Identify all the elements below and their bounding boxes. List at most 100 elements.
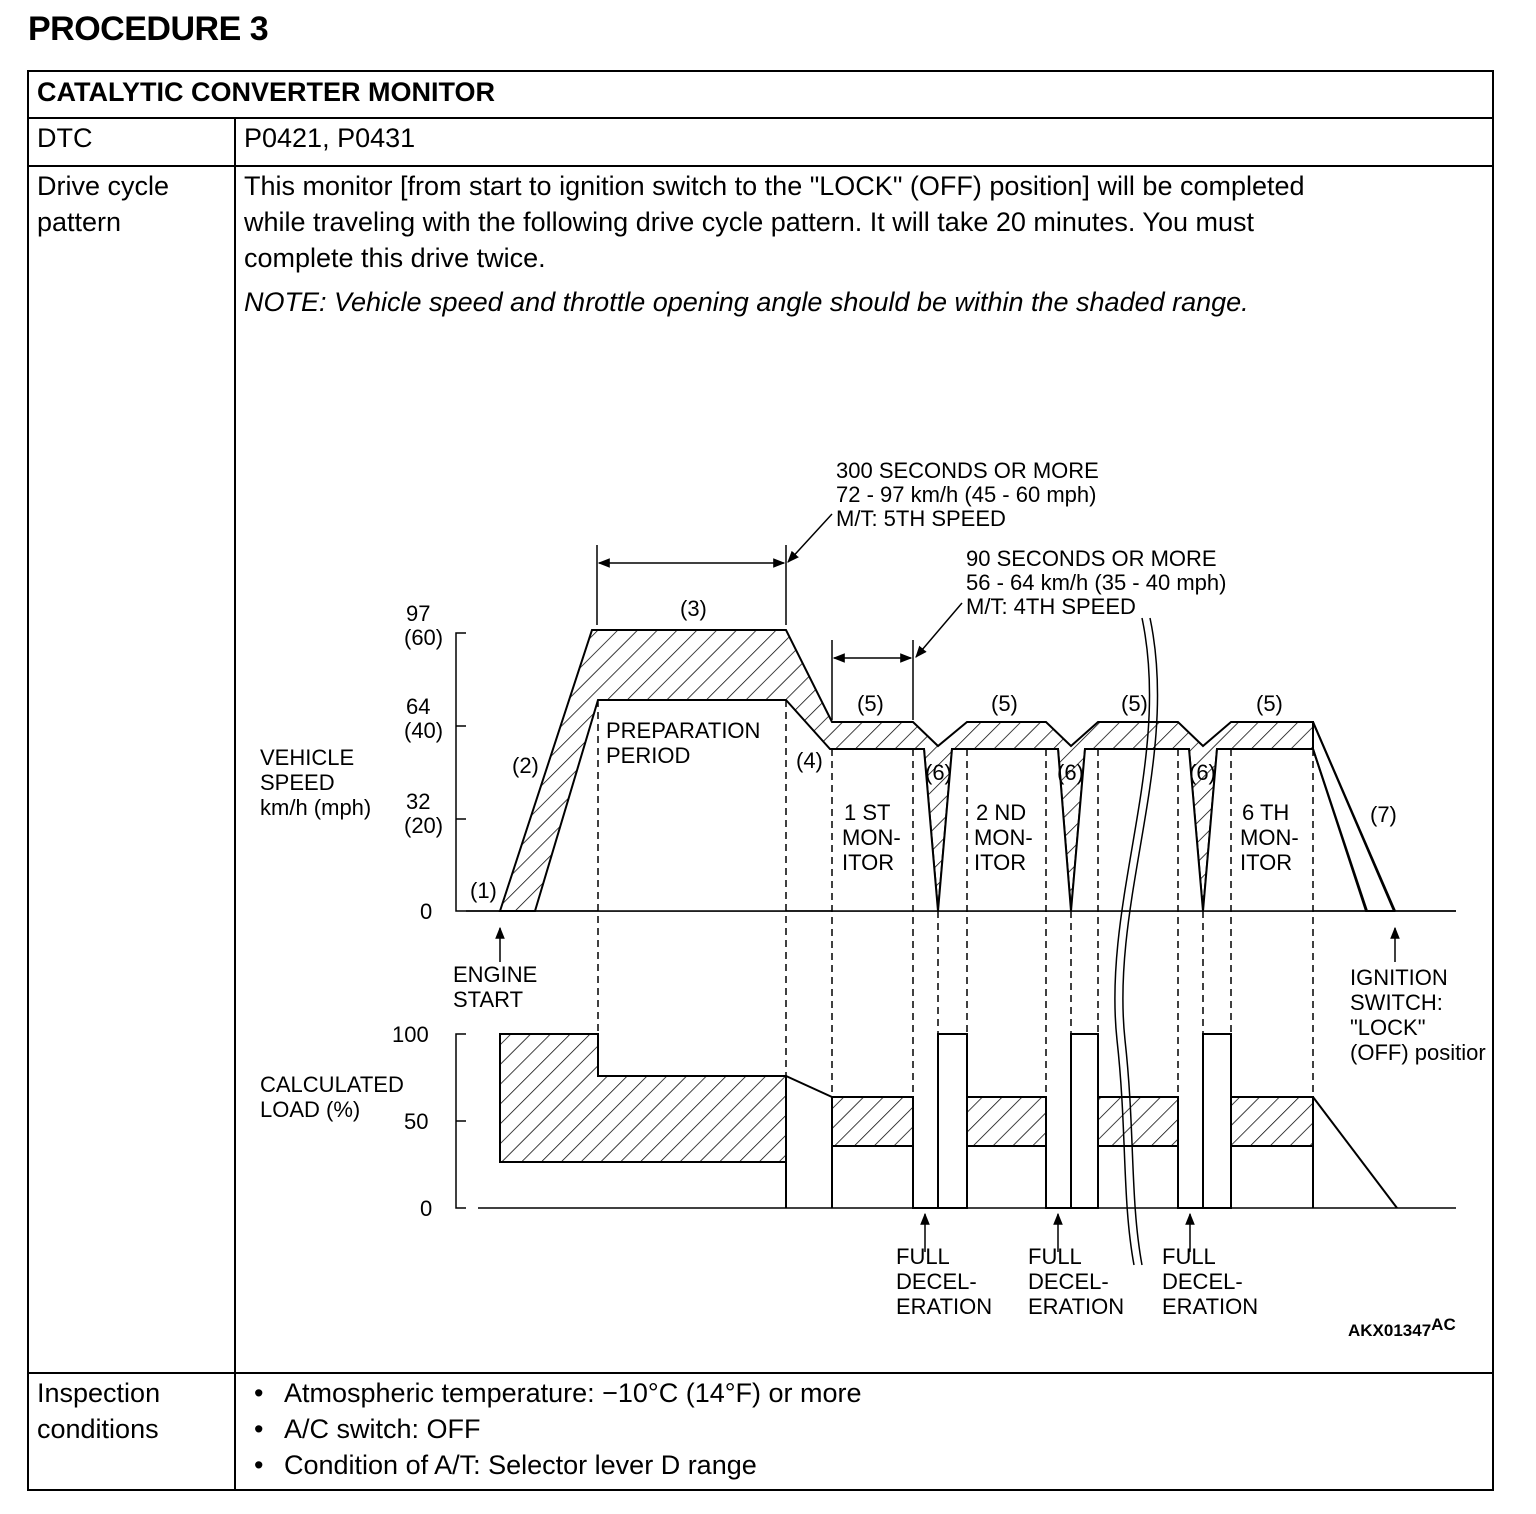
step-label-6: (6) xyxy=(1057,760,1084,785)
engine-start-label: START xyxy=(453,987,523,1012)
step-label-5: (5) xyxy=(857,691,884,716)
step-label-2: (2) xyxy=(512,753,539,778)
ignition-label: (OFF) positior xyxy=(1350,1040,1486,1065)
monitor-6-label: 6 TH MON- ITOR xyxy=(1240,800,1299,875)
decel-label-line: DECEL- xyxy=(1028,1269,1109,1294)
preparation-label: PREPARATION xyxy=(606,718,760,743)
decel-label-line: FULL xyxy=(1162,1244,1216,1269)
description-line: while traveling with the following drive… xyxy=(244,207,1254,237)
column-divider xyxy=(234,117,236,1491)
full-decel-label: FULL DECEL- ERATION xyxy=(1162,1244,1258,1319)
load-tick: 100 xyxy=(392,1022,429,1047)
row-divider xyxy=(29,165,1492,167)
ignition-label: SWITCH: xyxy=(1350,990,1443,1015)
monitor-label-line: ITOR xyxy=(842,850,894,875)
monitor-table: CATALYTIC CONVERTER MONITOR DTC P0421, P… xyxy=(27,70,1494,1491)
annotation-line: 90 SECONDS OR MORE xyxy=(966,546,1217,571)
row-divider xyxy=(29,1372,1492,1374)
dtc-value: P0421, P0431 xyxy=(244,123,416,153)
engine-start-label: ENGINE xyxy=(453,962,537,987)
speed-axis-label: VEHICLE SPEED km/h (mph) xyxy=(260,745,371,820)
axis-label-line: SPEED xyxy=(260,770,335,795)
step-label-3: (3) xyxy=(680,596,707,621)
speed-tick: 97 xyxy=(406,601,430,626)
figure-code: AKX01347AC xyxy=(1348,1315,1456,1340)
step-label-4: (4) xyxy=(796,748,823,773)
condition-item: Atmospheric temperature: −10°C (14°F) or… xyxy=(244,1375,1484,1411)
description-line: complete this drive twice. xyxy=(244,243,546,273)
step-label-5: (5) xyxy=(1256,691,1283,716)
full-decel-label: FULL DECEL- ERATION xyxy=(1028,1244,1124,1319)
monitor-label-line: MON- xyxy=(974,825,1033,850)
inspection-label-line: Inspection xyxy=(37,1378,161,1408)
time-break-mark xyxy=(1122,617,1159,1266)
load-outline xyxy=(785,1033,1398,1209)
drive-cycle-label-line: pattern xyxy=(37,207,122,237)
condition-item: Condition of A/T: Selector lever D range xyxy=(244,1447,1484,1483)
full-decel-label: FULL DECEL- ERATION xyxy=(896,1244,992,1319)
step-label-6: (6) xyxy=(1189,760,1216,785)
monitor-label-line: 1 ST xyxy=(844,800,890,825)
speed-tick: (20) xyxy=(404,813,443,838)
condition-item: A/C switch: OFF xyxy=(244,1411,1484,1447)
step-label-5: (5) xyxy=(1121,691,1148,716)
annotation-line: 72 - 97 km/h (45 - 60 mph) xyxy=(836,482,1096,507)
monitor-label-line: ITOR xyxy=(974,850,1026,875)
ignition-label: "LOCK" xyxy=(1350,1015,1426,1040)
annotation-line: M/T: 4TH SPEED xyxy=(966,594,1136,619)
drive-cycle-label-line: Drive cycle xyxy=(37,171,170,201)
speed-tick: (40) xyxy=(404,718,443,743)
inspection-label: Inspection conditions xyxy=(37,1375,160,1447)
preparation-label: PERIOD xyxy=(606,743,690,768)
row-divider xyxy=(29,117,1492,119)
step-label-7: (7) xyxy=(1370,802,1397,827)
speed-tick: 64 xyxy=(406,694,430,719)
load-shaded-range xyxy=(499,1033,1314,1209)
annotation-leader xyxy=(787,513,833,563)
decel-label-line: ERATION xyxy=(896,1294,992,1319)
decel-label-line: DECEL- xyxy=(896,1269,977,1294)
monitor-label-line: ITOR xyxy=(1240,850,1292,875)
dtc-label: DTC xyxy=(37,123,93,153)
annotation-line: 56 - 64 km/h (35 - 40 mph) xyxy=(966,570,1226,595)
annotation-line: M/T: 5TH SPEED xyxy=(836,506,1006,531)
speed-tick: 0 xyxy=(420,899,432,924)
drive-cycle-description: This monitor [from start to ignition swi… xyxy=(244,168,1484,320)
decel-label-line: DECEL- xyxy=(1162,1269,1243,1294)
speed-tick: (60) xyxy=(404,625,443,650)
ignition-label: IGNITION xyxy=(1350,965,1448,990)
drive-cycle-label: Drive cycle pattern xyxy=(37,168,169,240)
annotation-300-seconds: 300 SECONDS OR MORE 72 - 97 km/h (45 - 6… xyxy=(836,458,1099,531)
annotation-line: 300 SECONDS OR MORE xyxy=(836,458,1099,483)
monitor-2-label: 2 ND MON- ITOR xyxy=(974,800,1033,875)
monitor-label-line: 6 TH xyxy=(1242,800,1289,825)
shaded-range-note: NOTE: Vehicle speed and throttle opening… xyxy=(244,287,1249,317)
step-labels: (1) (2) (3) (4) (5) (5) (5) (5) (6) (6) … xyxy=(470,596,1397,903)
decel-label-line: ERATION xyxy=(1162,1294,1258,1319)
inspection-conditions: Atmospheric temperature: −10°C (14°F) or… xyxy=(244,1375,1484,1483)
decel-label-line: FULL xyxy=(1028,1244,1082,1269)
annotation-90-seconds: 90 SECONDS OR MORE 56 - 64 km/h (35 - 40… xyxy=(966,546,1226,619)
step-label-1: (1) xyxy=(470,878,497,903)
monitor-1-label: 1 ST MON- ITOR xyxy=(842,800,901,875)
monitor-label-line: MON- xyxy=(842,825,901,850)
speed-tick: 32 xyxy=(406,789,430,814)
load-tick: 50 xyxy=(404,1109,428,1134)
procedure-title: PROCEDURE 3 xyxy=(28,10,269,48)
monitor-label-line: MON- xyxy=(1240,825,1299,850)
load-tick: 0 xyxy=(420,1196,432,1221)
speed-axis: 97 (60) 64 (40) 32 (20) 0 xyxy=(404,601,466,924)
description-line: This monitor [from start to ignition swi… xyxy=(244,171,1305,201)
monitor-label-line: 2 ND xyxy=(976,800,1026,825)
step-label-6: (6) xyxy=(925,760,952,785)
load-axis: 100 50 0 xyxy=(392,1022,466,1221)
phase-guides xyxy=(597,700,1314,1097)
axis-label-line: VEHICLE xyxy=(260,745,354,770)
load-axis-label: CALCULATED xyxy=(260,1072,404,1097)
axis-label-line: km/h (mph) xyxy=(260,795,371,820)
load-axis-label: LOAD (%) xyxy=(260,1097,360,1122)
annotation-leader xyxy=(915,602,963,658)
table-title: CATALYTIC CONVERTER MONITOR xyxy=(37,77,496,107)
decel-label-line: ERATION xyxy=(1028,1294,1124,1319)
